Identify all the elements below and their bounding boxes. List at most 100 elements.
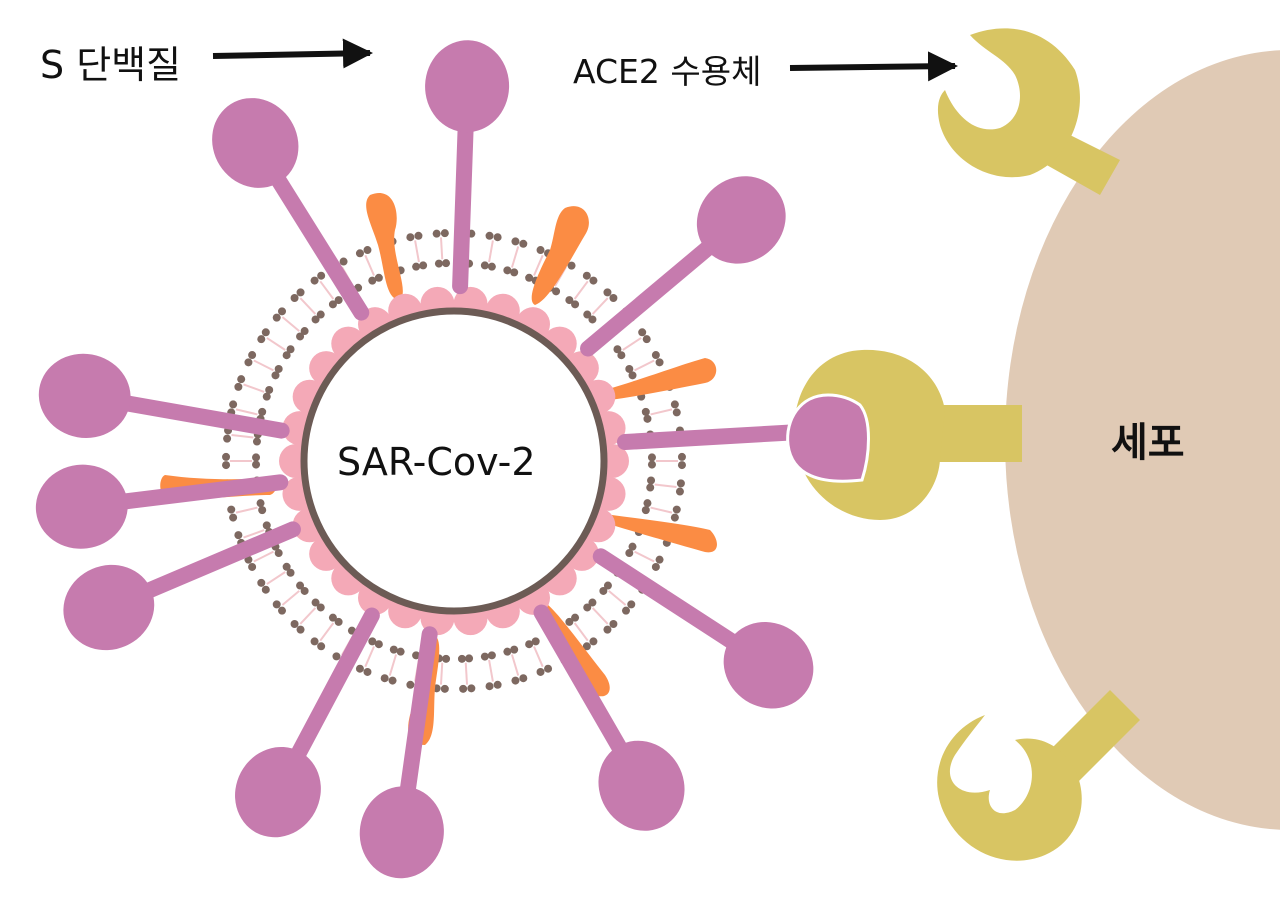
lipid-head-outer [406,680,415,689]
lipid-head-inner [647,460,656,469]
spike-head [598,740,685,831]
lipid-head-inner [643,499,652,508]
lipid-head-outer [485,682,494,691]
spike-head [35,464,128,549]
lipid-tail [319,622,335,642]
lipid-head-outer [310,276,319,285]
lipid-head-outer [234,531,243,540]
spike-protein-label: S 단백질 [40,43,182,87]
lipid-tail [364,646,375,668]
lipid-tail [266,337,286,351]
lipid-head-outer [296,625,305,634]
lipid-head-inner [571,613,580,622]
lipid-head-inner [565,296,574,305]
lipid-head-outer [627,600,636,609]
cell [1005,50,1280,830]
ace2-receptor-top [937,28,1120,195]
spike-stalk [452,103,475,295]
lipid-head-outer [380,674,389,683]
lipid-head-inner [258,506,267,515]
lipid-head-outer [440,229,449,238]
spike-stalk [533,604,637,773]
spike-proteins [35,40,870,879]
lipid-tail [488,659,494,682]
lipid-head-inner [625,364,634,373]
spike-head [235,746,321,838]
lipid-head-outer [603,625,612,634]
lipid-head-outer [257,578,266,587]
lipid-head-outer [493,233,502,242]
lipid-head-outer [511,676,520,685]
spike-stalk [101,392,290,439]
lipid-head-inner [256,499,265,508]
lipid-tail [266,571,286,585]
lipid-head-outer [432,229,441,238]
lipid-head-outer [638,328,647,337]
lipid-head-outer [655,358,664,367]
lipid-head-outer [536,667,545,676]
lipid-head-inner [316,310,325,319]
lipid-head-inner [525,640,534,649]
lipid-head-outer [493,680,502,689]
lipid-head-inner [252,453,261,462]
lipid-head-outer [229,400,238,409]
spike-protein [533,604,685,831]
lipid-head-inner [396,647,405,656]
spike-protein-binding [617,393,870,483]
lipid-head-inner [603,581,612,590]
lipid-head-inner [588,315,597,324]
lipid-head-inner [646,483,655,492]
lipid-head-inner [258,407,267,416]
lipid-head-outer [672,505,681,514]
spike-head [63,564,155,651]
lipid-tail [253,359,274,372]
lipid-head-inner [274,549,283,558]
lipid-tail [364,254,375,276]
lipid-head-inner [503,266,512,275]
lipid-head-outer [363,667,372,676]
lipid-tail [235,408,258,416]
lipid-head-outer [332,652,341,661]
spike-protein [38,353,290,439]
lipid-head-inner [311,315,320,324]
lipid-tail [573,622,589,642]
lipid-head-inner [368,637,377,646]
lipid-head-inner [525,273,534,282]
lipid-tail [414,240,420,263]
lipid-head-outer [261,585,270,594]
spike-head [425,40,510,133]
lipid-head-inner [434,259,443,268]
lipid-head-inner [271,371,280,380]
lipid-tail [510,246,520,268]
lipid-tail [573,280,589,300]
lipid-head-outer [670,400,679,409]
lipid-head-inner [252,460,261,469]
lipid-head-outer [519,239,528,248]
lipid-head-outer [290,619,299,628]
membrane-protein-1 [366,193,403,300]
lipid-head-inner [480,261,489,270]
lipid-head-outer [227,505,236,514]
lipid-head-inner [374,273,383,282]
lipid-head-inner [565,617,574,626]
lipid-head-inner [613,345,622,354]
lipid-head-inner [419,261,428,270]
arrow-spike-label [212,38,373,69]
lipid-head-inner [300,586,309,595]
lipid-head-inner [628,542,637,551]
lipid-tail [650,408,673,416]
lipid-head-inner [328,613,337,622]
spike-protein [212,98,370,321]
lipid-head-inner [374,640,383,649]
lipid-head-inner [368,276,377,285]
virus-label: SAR-Cov-2 [337,440,536,484]
spike-head [359,786,444,879]
lipid-head-inner [641,506,650,515]
lipid-head-outer [519,674,528,683]
lipid-head-outer [467,684,476,693]
lipid-head-inner [588,598,597,607]
lipid-head-outer [677,452,686,461]
lipid-head-outer [609,619,618,628]
lipid-head-inner [265,385,274,394]
lipid-head-inner [328,300,337,309]
